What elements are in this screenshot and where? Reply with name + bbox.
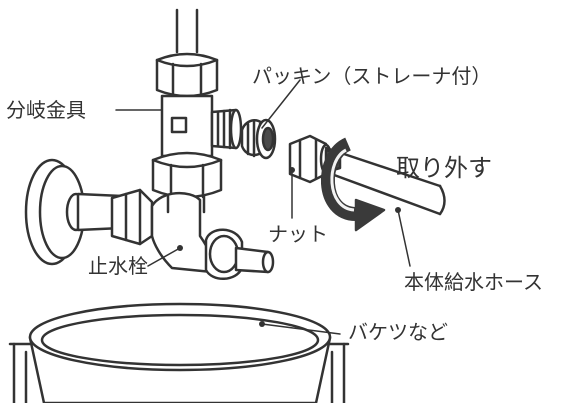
label-remove: 取り外す [396,154,492,182]
label-packing: パッキン（ストレーナ付） [252,64,492,88]
label-stop-valve: 止水栓 [88,254,148,278]
rotation-arrow [321,137,386,232]
label-hose: 本体給水ホース [404,270,543,294]
upper-nut [155,52,219,98]
hose-marker [395,207,401,213]
wall-flange [24,158,87,266]
valve-marker [177,245,183,251]
bucket [8,302,350,405]
label-bucket: バケツなど [348,320,448,344]
branch-fitting [160,94,243,158]
lower-nut [151,151,223,199]
leader-lines [115,79,411,335]
bucket-marker [259,321,265,327]
label-nut: ナット [268,222,328,246]
label-branch-fitting: 分岐金具 [6,98,86,122]
stop-valve [76,188,275,280]
packing-strainer [240,118,277,160]
nut-marker [289,167,295,173]
supply-pipe [175,8,199,54]
